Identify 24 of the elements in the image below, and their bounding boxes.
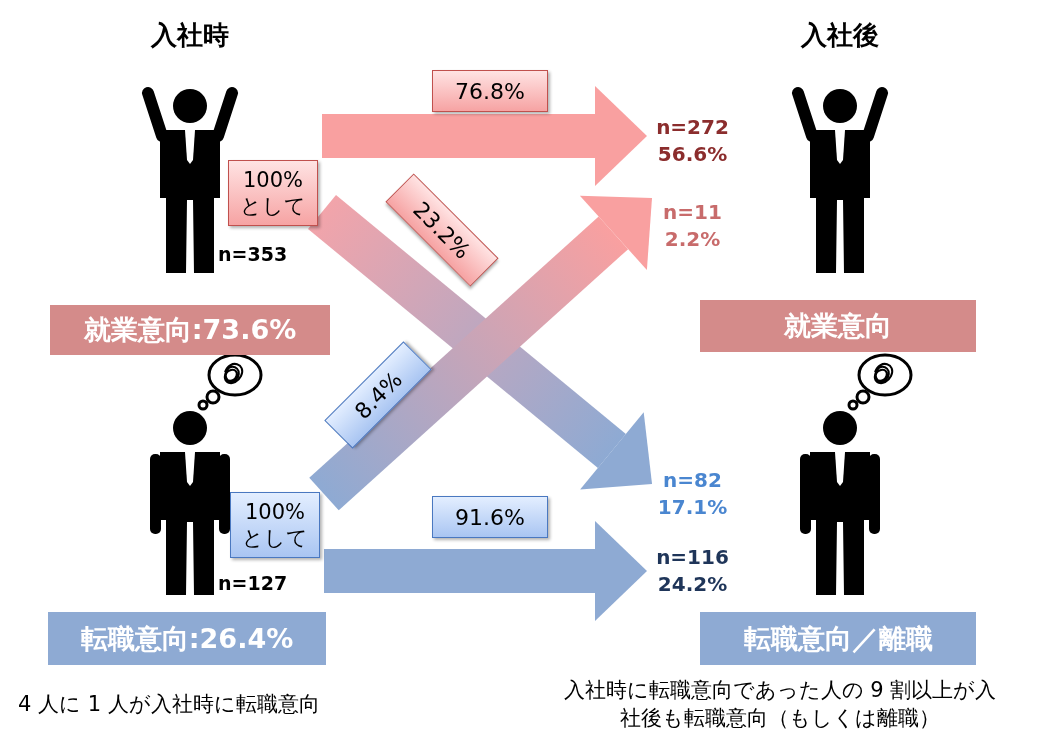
percent-text: 2.2% <box>664 226 721 253</box>
column-heading: 入社後 <box>799 19 880 52</box>
count-text: n=82 <box>663 467 722 494</box>
percent-text: 24.2% <box>657 571 728 598</box>
category-band: 転職意向:26.4% <box>48 612 326 665</box>
note-box: 100% として <box>230 492 320 558</box>
percent-text: 56.6% <box>657 141 728 168</box>
percent-text: 17.1% <box>657 494 728 521</box>
count-text: n=272 <box>656 114 729 141</box>
category-band: 就業意向:73.6% <box>50 305 330 355</box>
edge-label: 76.8% <box>432 70 548 112</box>
count-text: n=127 <box>218 572 288 594</box>
note-box: 100% として <box>228 160 318 226</box>
column-heading: 入社時 <box>149 19 230 52</box>
note-text: 4 人に 1 人が入社時に転職意向 <box>18 691 321 718</box>
category-band: 転職意向／離職 <box>700 612 976 665</box>
arrow <box>322 86 647 186</box>
count-text: n=353 <box>218 243 288 265</box>
arrow <box>324 521 647 621</box>
count-text: n=116 <box>656 544 729 571</box>
category-band: 就業意向 <box>700 300 976 352</box>
note-text: 入社時に転職意向であった人の 9 割以上が入社後も転職意向（もしくは離職） <box>562 677 998 733</box>
edge-label: 91.6% <box>432 496 548 538</box>
count-text: n=11 <box>663 199 722 226</box>
